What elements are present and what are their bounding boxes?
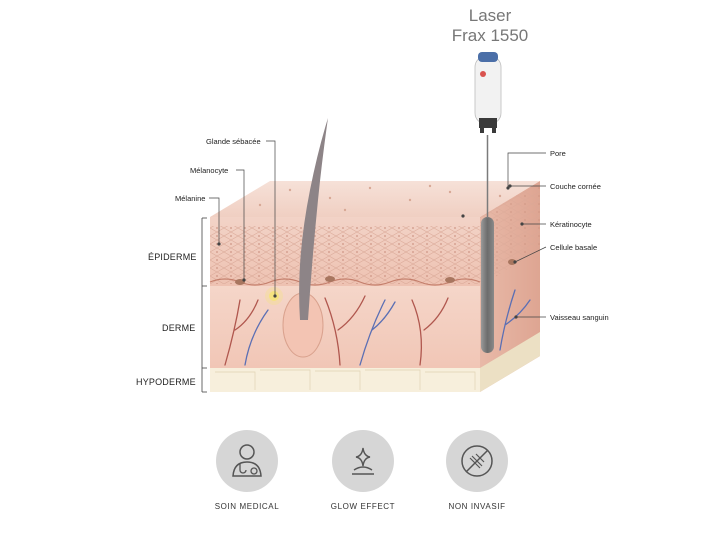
hypodermis-front — [210, 368, 480, 392]
label-melanocyte: Mélanocyte — [190, 166, 229, 175]
feature-badge-non-invasif — [446, 430, 508, 492]
doctor-icon — [232, 444, 262, 477]
feature-label-soin-medical: SOIN MEDICAL — [214, 502, 280, 511]
label-cellule-basale: Cellule basale — [550, 243, 598, 252]
layer-epiderme: ÉPIDERME — [148, 252, 197, 262]
hair-shaft — [299, 118, 328, 320]
laser-column — [481, 217, 494, 353]
feature-badge-soin-medical — [216, 430, 278, 492]
label-glande-sebacee: Glande sébacée — [206, 137, 261, 146]
feature-badge-glow-effect — [332, 430, 394, 492]
label-keratinocyte: Kératinocyte — [550, 220, 592, 229]
label-melanine: Mélanine — [175, 194, 206, 203]
layer-derme: DERME — [162, 323, 196, 333]
laser-handpiece — [474, 52, 502, 133]
feature-label-non-invasif: NON INVASIF — [448, 502, 506, 511]
sparkle-icon — [352, 447, 374, 475]
label-couche-cornee: Couche cornée — [550, 182, 601, 191]
label-pore: Pore — [550, 149, 566, 158]
feature-label-glow-effect: GLOW EFFECT — [330, 502, 396, 511]
no-needle-icon — [461, 445, 493, 477]
layer-hypoderme: HYPODERME — [136, 377, 196, 387]
device-title-line2: Frax 1550 — [451, 26, 529, 45]
label-vaisseau-sanguin: Vaisseau sanguin — [550, 313, 609, 322]
dermis-front — [210, 286, 480, 368]
skin-surface-top — [210, 181, 540, 217]
device-title-line1: Laser — [468, 6, 512, 25]
